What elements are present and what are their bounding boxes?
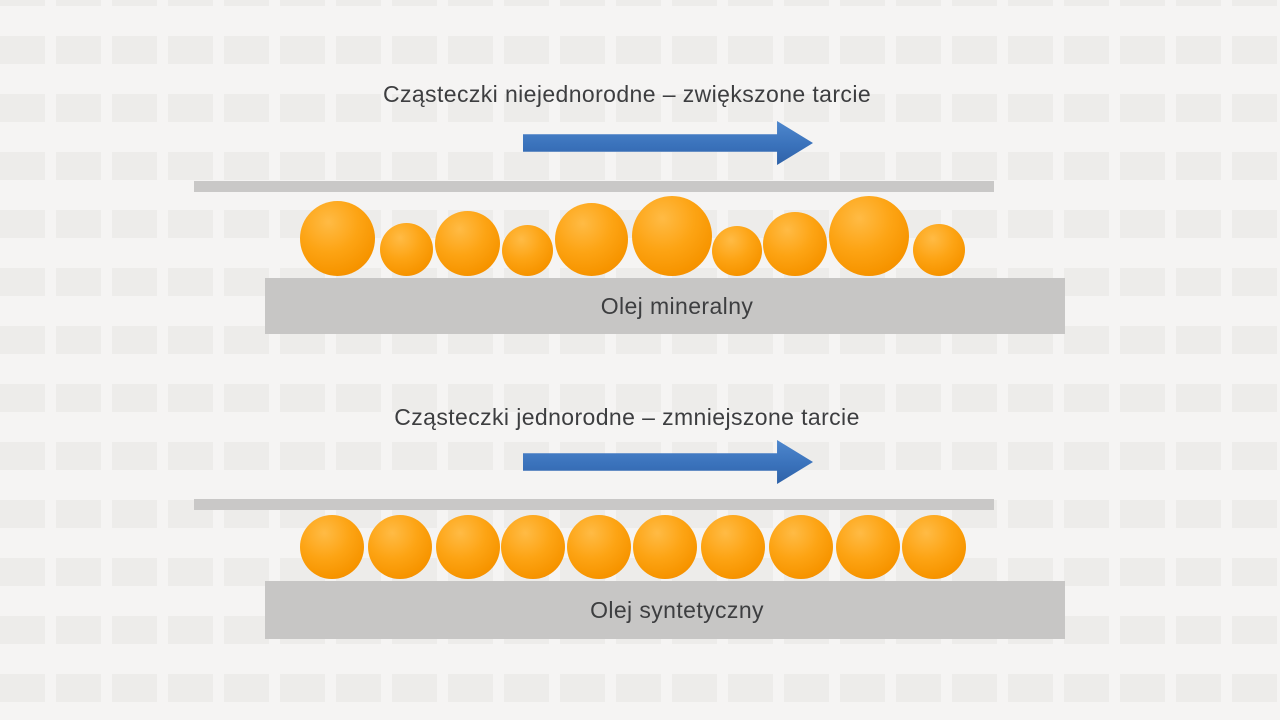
oil-particle [632,196,712,276]
oil-particle [763,212,827,276]
top-plate-homogeneous [194,499,994,510]
oil-particle [701,515,765,579]
oil-particle [555,203,628,276]
oil-particle [567,515,631,579]
oil-particle [902,515,966,579]
oil-particle [913,224,965,276]
oil-particle [836,515,900,579]
oil-particle [501,515,565,579]
motion-arrow-icon [523,440,813,484]
oil-particle [769,515,833,579]
oil-layer-synthetic: Olej syntetyczny [265,581,1065,639]
oil-particle [368,515,432,579]
top-plate-heterogeneous [194,181,994,192]
motion-arrow-icon [523,121,813,165]
oil-particle [436,515,500,579]
oil-particle [502,225,553,276]
oil-layer-mineral: Olej mineralny [265,278,1065,334]
oil-particle [829,196,909,276]
oil-particle [380,223,433,276]
oil-particle [633,515,697,579]
section-homogeneous-title: Cząsteczki jednorodne – zmniejszone tarc… [394,404,860,430]
section-heterogeneous-title: Cząsteczki niejednorodne – zwiększone ta… [382,81,872,107]
oil-particle [300,515,364,579]
oil-label-synthetic: Olej syntetyczny [590,596,764,623]
oil-particle [712,226,762,276]
oil-particle [300,201,375,276]
oil-label-mineral: Olej mineralny [600,292,754,319]
oil-particle [435,211,500,276]
